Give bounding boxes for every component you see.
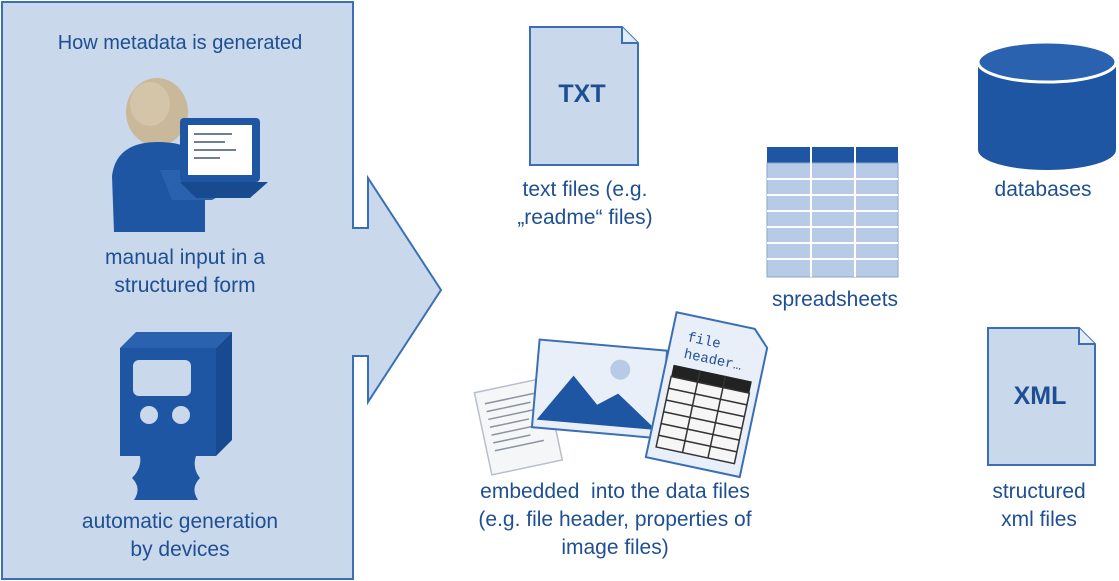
file-header-text-line1: file — [686, 330, 722, 353]
txt-file-icon — [529, 26, 639, 166]
generation-panel-arrow — [1, 1, 443, 580]
txt-icon-label: TXT — [558, 80, 605, 108]
manual-input-label: manual input in a structured form — [40, 244, 330, 300]
text-files-label-line1: text files (e.g. — [522, 178, 648, 201]
spreadsheet-icon — [766, 147, 899, 278]
panel-title: How metadata is generated — [57, 32, 303, 54]
person-at-laptop-icon — [112, 78, 268, 232]
xml-file-icon — [987, 327, 1096, 466]
embedded-label-line3: image files) — [561, 536, 669, 559]
databases-label: databases — [994, 178, 1092, 201]
manual-input-label-line2: structured form — [114, 274, 256, 297]
spreadsheets-label: spreadsheets — [771, 288, 899, 311]
automatic-generation-label-line2: by devices — [130, 538, 230, 561]
text-files-label: text files (e.g. „readme“ files) — [480, 176, 690, 232]
xml-icon-label: XML — [1014, 382, 1067, 410]
xml-files-label-line1: structured — [992, 480, 1086, 503]
text-files-label-line2: „readme“ files) — [517, 206, 653, 229]
embedded-label: embedded into the data files (e.g. file … — [430, 478, 800, 562]
manual-input-label-line1: manual input in a — [105, 246, 265, 269]
device-icon — [120, 332, 232, 500]
automatic-generation-label-line1: automatic generation — [81, 510, 279, 533]
automatic-generation-label: automatic generation by devices — [20, 508, 340, 564]
embedded-label-line2: (e.g. file header, properties of — [478, 508, 752, 531]
xml-files-label-line2: xml files — [1001, 508, 1077, 531]
database-icon — [976, 40, 1118, 170]
embedded-label-line1: embedded into the data files — [480, 480, 750, 503]
embedded-files-icon: file header… — [473, 311, 769, 479]
xml-files-label: structured xml files — [960, 478, 1118, 534]
